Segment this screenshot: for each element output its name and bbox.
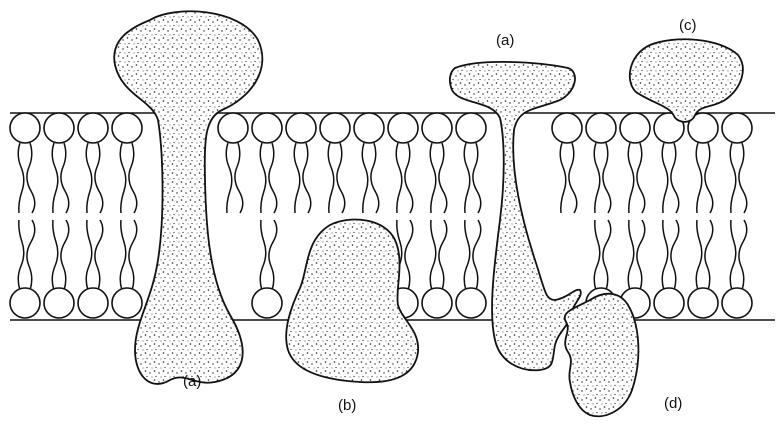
lipid-tail (662, 220, 679, 290)
lipid-tail (120, 143, 137, 213)
lipid-tail (430, 143, 447, 213)
lipid-head (620, 113, 650, 143)
lipid-head (218, 113, 248, 143)
integral-protein-right (450, 62, 581, 370)
lipid-head (654, 288, 684, 318)
lipid-head (456, 113, 486, 143)
lipid-tail (396, 143, 413, 213)
lipid-head (252, 288, 282, 318)
label-a-right: (a) (496, 32, 514, 49)
lipid-head (422, 288, 452, 318)
lipid-head (112, 113, 142, 143)
lipid-head (320, 113, 350, 143)
peripheral-protein-c (630, 39, 743, 122)
protein-a-right-stipple (450, 62, 581, 370)
lipid-tail (120, 220, 137, 290)
protein-d-stipple (565, 294, 639, 417)
lipid-tail (560, 143, 577, 213)
lipid-head (354, 113, 384, 143)
lipid-head (112, 288, 142, 318)
lipid-head (422, 113, 452, 143)
lipid-tail (464, 220, 481, 290)
lipid-head (552, 113, 582, 143)
lipid-head (286, 113, 316, 143)
label-b: (b) (338, 397, 356, 414)
lipid-head (456, 288, 486, 318)
lipid-tail (628, 143, 645, 213)
lipid-tail (18, 220, 35, 290)
lipid-head (252, 113, 282, 143)
lipid-tail (730, 220, 747, 290)
lipid-head (78, 288, 108, 318)
lipid-head (10, 288, 40, 318)
lipid-tail (696, 220, 713, 290)
lipid-head (722, 113, 752, 143)
lipid-tail (294, 143, 311, 213)
lipid-head (388, 113, 418, 143)
lipid-tail (226, 143, 243, 213)
lipid-tail (430, 220, 447, 290)
lipid-tail (328, 143, 345, 213)
label-d: (d) (664, 395, 682, 412)
lipid-tail (18, 143, 35, 213)
lipid-tail (696, 143, 713, 213)
lipid-tail (628, 220, 645, 290)
lipid-tail (86, 143, 103, 213)
lipid-tail (662, 143, 679, 213)
lipid-head (44, 113, 74, 143)
lipid-tail (594, 143, 611, 213)
lipid-tail (260, 143, 277, 213)
lipid-head (688, 288, 718, 318)
lipid-tail (86, 220, 103, 290)
lipid-head (10, 113, 40, 143)
lipid-tail (594, 220, 611, 290)
label-c: (c) (679, 17, 697, 34)
lipid-tail (52, 143, 69, 213)
peripheral-protein-b (286, 220, 418, 383)
lipid-head (44, 288, 74, 318)
lipid-head (586, 113, 616, 143)
lipid-head (722, 288, 752, 318)
protein-c-stipple (630, 39, 743, 122)
label-a-left: (a) (183, 373, 201, 390)
lipid-tail (362, 143, 379, 213)
lipid-head (78, 113, 108, 143)
lipid-tail (730, 143, 747, 213)
lipid-tail (260, 220, 277, 290)
peripheral-protein-d (565, 294, 639, 417)
lipid-tail (464, 143, 481, 213)
lipid-tail (52, 220, 69, 290)
